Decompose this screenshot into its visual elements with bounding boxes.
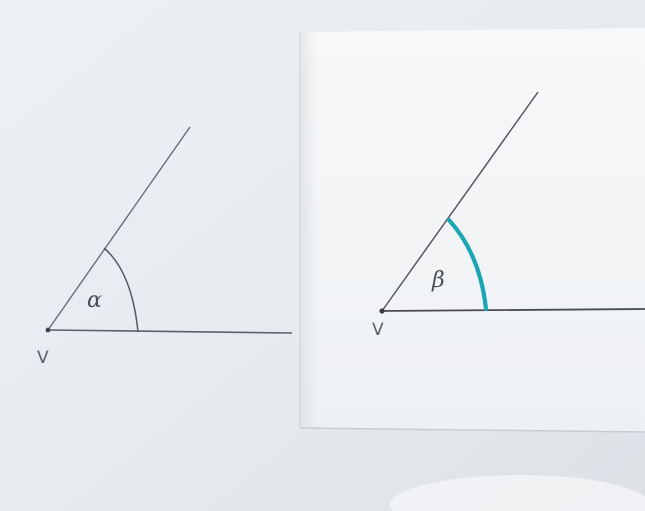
beta-vertex-label: V xyxy=(372,320,384,340)
beta-base-ray xyxy=(381,308,645,312)
angle-alpha-drawing xyxy=(45,126,293,334)
beta-slanted-ray xyxy=(381,91,539,312)
alpha-symbol: α xyxy=(87,288,102,313)
alpha-arc xyxy=(103,247,139,333)
alpha-vertex-dot xyxy=(45,327,51,333)
alpha-base-ray xyxy=(47,329,293,334)
angle-beta-drawing xyxy=(379,91,645,314)
beta-turquoise-arc xyxy=(446,217,489,312)
alpha-vertex-label: V xyxy=(37,348,49,368)
overlay-card xyxy=(299,28,645,433)
beta-symbol: β xyxy=(432,268,445,293)
beta-vertex-dot xyxy=(379,308,385,314)
alpha-slanted-ray xyxy=(47,126,191,331)
